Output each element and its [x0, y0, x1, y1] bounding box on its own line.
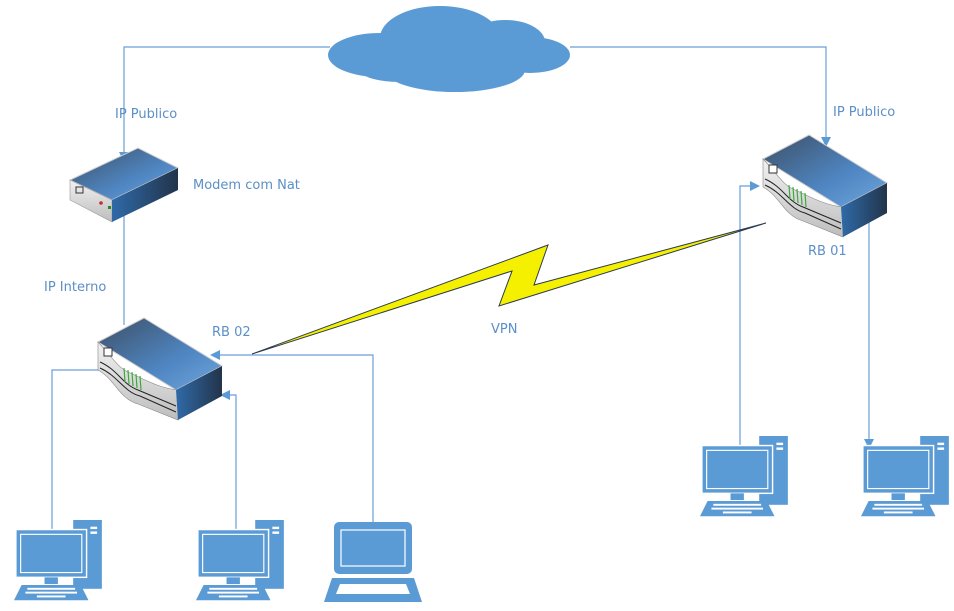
edge-internet-modem: [119, 46, 330, 162]
router-rb01-icon: [761, 134, 889, 238]
edge-label-ip-interno: IP Interno: [44, 280, 107, 295]
desktop-computer-icon: [13, 520, 103, 601]
laptop-icon: [324, 522, 422, 602]
node-label-rb01: RB 01: [808, 244, 847, 259]
edge-pc-left-1-rb02: [51, 369, 100, 540]
node-label-modem: Modem com Nat: [193, 178, 300, 193]
edge-label-ip-publico-left: IP Publico: [115, 107, 178, 122]
desktop-computer-icon: [699, 436, 789, 517]
cloud-icon: [328, 6, 570, 92]
edge-internet-rb01: [570, 46, 831, 147]
edge-pc-right-1-rb01: [739, 181, 760, 450]
vpn-lightning-icon: [251, 222, 767, 355]
modem-icon: [68, 147, 180, 223]
node-label-rb02: RB 02: [212, 325, 251, 340]
desktop-computer-icon: [195, 520, 285, 601]
edge-label-vpn: VPN: [491, 322, 518, 337]
edge-laptop-rb02: [210, 350, 374, 530]
desktop-computer-icon: [860, 436, 950, 517]
edge-pc-left-2-rb02: [220, 390, 237, 540]
connectors: [51, 46, 874, 540]
edge-label-ip-publico-right: IP Publico: [833, 105, 896, 120]
router-rb02-icon: [96, 317, 224, 421]
